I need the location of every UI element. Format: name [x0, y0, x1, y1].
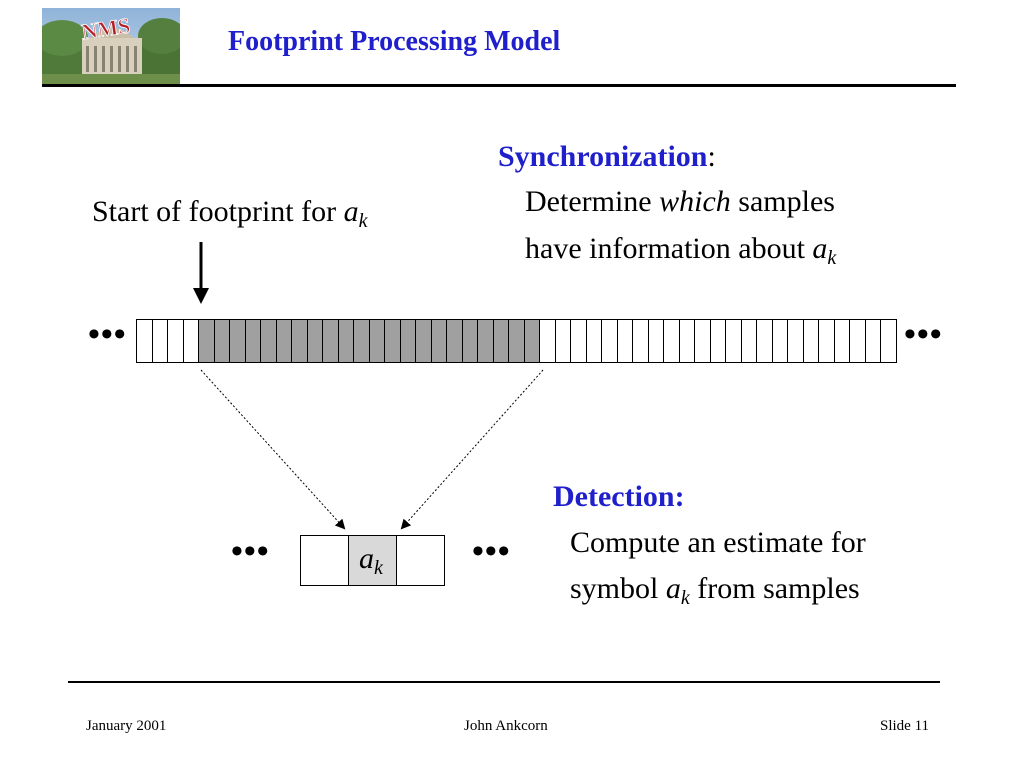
- sample-cell-footprint: [508, 319, 525, 363]
- sample-cell-footprint: [229, 319, 246, 363]
- sample-cell: [709, 319, 726, 363]
- detection-line-1: Compute an estimate for: [570, 526, 866, 559]
- sample-cell-footprint: [353, 319, 370, 363]
- sample-cell-footprint: [523, 319, 540, 363]
- sample-cell: [647, 319, 664, 363]
- sync-line1-pre: Determine: [525, 185, 660, 218]
- sample-cell: [663, 319, 680, 363]
- ellipsis-bottom-right: •••: [472, 533, 511, 570]
- sample-cell: [740, 319, 757, 363]
- synchronization-title: Synchronization: [498, 140, 708, 173]
- sample-cell-footprint: [260, 319, 277, 363]
- sample-cell-footprint: [399, 319, 416, 363]
- symbol-sub: k: [374, 557, 383, 579]
- symbol-cell-next: [396, 535, 445, 586]
- footprint-start-arrowhead: [193, 288, 209, 304]
- sample-cell: [694, 319, 711, 363]
- symbol-label: ak: [359, 542, 383, 579]
- sample-cell: [554, 319, 571, 363]
- det-line2-pre: symbol: [570, 572, 666, 605]
- sample-cell-footprint: [322, 319, 339, 363]
- sample-cell-footprint: [461, 319, 478, 363]
- detection-heading: Detection:: [553, 480, 685, 513]
- footprint-label-sub: k: [358, 210, 368, 232]
- det-line2-sub: k: [680, 587, 690, 609]
- synchronization-line-2: have information about ak: [525, 232, 837, 269]
- mapping-arrow-left: [200, 369, 346, 530]
- sample-cell: [725, 319, 742, 363]
- footer-slide-number: Slide 11: [880, 718, 930, 734]
- sample-cell: [601, 319, 618, 363]
- sample-cell: [849, 319, 866, 363]
- sample-cell-footprint: [306, 319, 323, 363]
- sample-cell-footprint: [337, 319, 354, 363]
- mapping-arrow-right: [400, 369, 544, 530]
- sample-cell-footprint: [384, 319, 401, 363]
- sample-cell-footprint: [446, 319, 463, 363]
- sync-line2-pre: have information about: [525, 232, 813, 265]
- sync-line1-post: samples: [730, 185, 835, 218]
- sample-cell: [880, 319, 897, 363]
- footprint-label-text: Start of footprint for: [92, 195, 344, 228]
- ellipsis-top-left: •••: [88, 316, 127, 353]
- sync-line2-sub: k: [827, 247, 837, 269]
- sample-row: [136, 319, 897, 363]
- nms-logo: NMS: [42, 8, 180, 86]
- slide-title: Footprint Processing Model: [228, 26, 561, 57]
- sample-cell: [570, 319, 587, 363]
- sample-cell-footprint: [415, 319, 432, 363]
- sync-line1-emphasis: which: [659, 185, 731, 218]
- detection-line-2: symbol ak from samples: [570, 572, 860, 609]
- sample-cell-footprint: [291, 319, 308, 363]
- footprint-start-label: Start of footprint for ak: [92, 195, 368, 232]
- symbol-row: ak: [300, 535, 445, 586]
- synchronization-line-1: Determine which samples: [525, 185, 835, 219]
- sample-cell: [756, 319, 773, 363]
- sample-cell: [864, 319, 881, 363]
- sample-cell: [539, 319, 556, 363]
- sample-cell: [182, 319, 199, 363]
- sample-cell: [833, 319, 850, 363]
- footer-date: January 2001: [86, 718, 167, 734]
- sync-line2-var: a: [812, 232, 828, 265]
- sample-cell: [678, 319, 695, 363]
- footer-rule: [68, 681, 940, 683]
- sample-cell: [151, 319, 168, 363]
- symbol-cell-current: ak: [348, 535, 397, 586]
- sample-cell: [818, 319, 835, 363]
- sample-cell: [632, 319, 649, 363]
- ellipsis-top-right: •••: [904, 316, 943, 353]
- symbol-cell-previous: [300, 535, 349, 586]
- sample-cell-footprint: [198, 319, 215, 363]
- symbol-var: a: [359, 542, 374, 575]
- footprint-label-var: a: [343, 195, 359, 228]
- sample-cell-footprint: [275, 319, 292, 363]
- sample-cell: [585, 319, 602, 363]
- sample-cell-footprint: [213, 319, 230, 363]
- sample-cell-footprint: [244, 319, 261, 363]
- synchronization-heading: Synchronization:: [498, 140, 716, 174]
- sample-cell: [136, 319, 153, 363]
- synchronization-colon: :: [707, 140, 716, 173]
- footer-author: John Ankcorn: [464, 718, 548, 734]
- ellipsis-bottom-left: •••: [231, 533, 270, 570]
- sample-cell: [787, 319, 804, 363]
- det-line2-var: a: [665, 572, 681, 605]
- sample-cell-footprint: [492, 319, 509, 363]
- sample-cell-footprint: [368, 319, 385, 363]
- sample-cell: [616, 319, 633, 363]
- sample-cell: [802, 319, 819, 363]
- det-line2-post: from samples: [689, 572, 860, 605]
- sample-cell: [771, 319, 788, 363]
- sample-cell-footprint: [477, 319, 494, 363]
- sample-cell-footprint: [430, 319, 447, 363]
- header-rule: [42, 84, 956, 87]
- sample-cell: [167, 319, 184, 363]
